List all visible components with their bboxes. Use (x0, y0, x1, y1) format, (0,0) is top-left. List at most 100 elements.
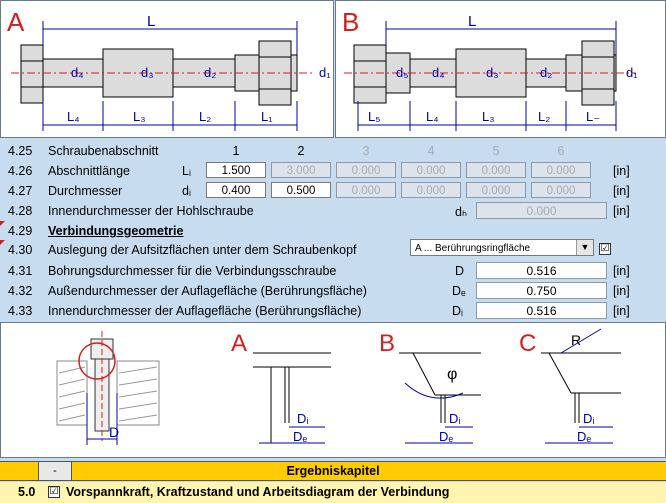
row-4-29: 4.29 Verbindungsgeometrie (0, 221, 666, 241)
inner-contact-diameter-value[interactable]: 0.516 (476, 302, 607, 319)
col-header-5: 5 (492, 144, 500, 158)
length-input-5[interactable]: 0.000 (466, 162, 526, 178)
symbol-Li: Lᵢ (182, 164, 191, 178)
outer-contact-diameter-value[interactable]: 0.750 (476, 282, 607, 299)
label-Di-B: Dᵢ (449, 411, 460, 426)
row-number: 5.0 (18, 485, 36, 499)
hollow-diameter-input[interactable]: 0.000 (476, 202, 607, 219)
unit-label: [in] (613, 184, 630, 198)
contact-geometry-diagram: D A Dᵢ Dₑ B φ Dᵢ Dₑ C R Dᵢ (56, 328, 621, 445)
row-number: 4.30 (8, 243, 33, 257)
bore-diameter-value[interactable]: 0.516 (476, 262, 607, 279)
chevron-down-icon[interactable]: ▼ (576, 240, 593, 255)
row-4-31: 4.31 Bohrungsdurchmesser für die Verbind… (0, 261, 666, 281)
row-number: 4.28 (8, 204, 33, 218)
row-number: 4.33 (8, 304, 33, 318)
dim-d2: d₂ (204, 65, 216, 80)
row-4-26: 4.26 Abschnittlänge Lᵢ 1.500 3.000 0.000… (0, 161, 666, 181)
contact-surface-select[interactable]: A ... Berührungsringfläche ▼ (410, 239, 594, 256)
diameter-input-1[interactable]: 0.400 (206, 182, 266, 198)
variant-A-letter: A (231, 330, 247, 357)
row-label: Abschnittlänge (48, 164, 131, 178)
length-input-3[interactable]: 0.000 (336, 162, 396, 178)
select-value: A ... Berührungsringfläche (415, 243, 531, 254)
dim-d4-b: d₄ (432, 65, 445, 80)
row-label: Außendurchmesser der Auflagefläche (Berü… (48, 284, 367, 298)
length-input-2[interactable]: 3.000 (271, 162, 331, 178)
unit-label: [in] (613, 284, 630, 298)
dim-L-b: L (468, 13, 476, 30)
comment-marker (0, 221, 5, 226)
diameter-input-5[interactable]: 0.000 (466, 182, 526, 198)
diameter-input-3[interactable]: 0.000 (336, 182, 396, 198)
col-header-3: 3 (362, 144, 370, 158)
col-header-1: 1 (232, 144, 240, 158)
symbol-di: dᵢ (182, 184, 191, 198)
row-number: 4.32 (8, 284, 33, 298)
figure-b-letter: B (342, 7, 359, 37)
row-label: Innendurchmesser der Hohlschraube (48, 204, 254, 218)
contact-geometry-figure: D A Dᵢ Dₑ B φ Dᵢ Dₑ C R Dᵢ (0, 322, 666, 458)
dim-L3: L₃ (133, 109, 146, 124)
length-input-1[interactable]: 1.500 (206, 162, 266, 178)
dim-d3: d₃ (141, 65, 154, 80)
chapter-checkbox[interactable]: ☑ (48, 486, 60, 498)
row-4-33: 4.33 Innendurchmesser der Auflagefläche … (0, 301, 666, 321)
collapse-button[interactable]: - (38, 462, 72, 480)
row-5-0: 5.0 ☑ Vorspannkraft, Kraftzustand und Ar… (0, 482, 666, 503)
col-header-4: 4 (427, 144, 435, 158)
dim-L4: L₄ (67, 109, 80, 124)
dim-d2-b: d₂ (540, 65, 552, 80)
row-4-32: 4.32 Außendurchmesser der Auflagefläche … (0, 281, 666, 301)
symbol-dh: dₕ (455, 205, 468, 219)
dim-d4: d₄ (71, 65, 84, 80)
dim-d1-b: d₁ (626, 65, 638, 80)
dim-d1: d₁ (319, 65, 331, 80)
chapter-label: Vorspannkraft, Kraftzustand und Arbeitsd… (66, 485, 450, 499)
unit-label: [in] (613, 264, 630, 278)
unit-label: [in] (613, 164, 630, 178)
label-Di-C: Dᵢ (583, 411, 594, 426)
dim-d3-b: d₃ (486, 65, 499, 80)
bolt-figure-a: A L d₄ d₃ d₂ d₁ L₄ L₃ L₂ L₁ (0, 0, 334, 138)
row-label: Durchmesser (48, 184, 123, 198)
row-label: Innendurchmesser der Auflagefläche (Berü… (48, 304, 362, 318)
row-4-25: 4.25 Schraubenabschnitt 1 2 3 4 5 6 (0, 141, 666, 161)
diameter-input-6[interactable]: 0.000 (531, 182, 591, 198)
comment-marker (0, 240, 5, 245)
label-D: D (109, 424, 119, 440)
label-De-B: Dₑ (439, 429, 453, 444)
result-chapter-bar: - Ergebniskapitel (0, 461, 666, 481)
symbol-Di: Dᵢ (452, 304, 463, 318)
variant-C-letter: C (519, 330, 536, 357)
dim-L4-b: L₄ (426, 109, 439, 124)
bolt-diagram-b: B L d₅ d₄ d₃ d₂ d₁ L₅ L₄ L₃ L₂ L₋ (342, 7, 638, 131)
label-Di-A: Dᵢ (297, 411, 308, 426)
label-De-C: Dₑ (577, 429, 591, 444)
dim-L: L (147, 13, 155, 30)
dim-L2: L₂ (199, 109, 211, 124)
col-header-6: 6 (557, 144, 565, 158)
dim-L3-b: L₃ (482, 109, 495, 124)
symbol-D: D (455, 264, 465, 278)
label-De-A: Dₑ (293, 429, 307, 444)
bolt-figure-b: B L d₅ d₄ d₃ d₂ d₁ L₅ L₄ L₃ L₂ L₋ (335, 0, 666, 138)
diameter-input-4[interactable]: 0.000 (401, 182, 461, 198)
length-input-4[interactable]: 0.000 (401, 162, 461, 178)
diameter-input-2[interactable]: 0.500 (271, 182, 331, 198)
surface-checkbox[interactable]: ☑ (599, 243, 611, 255)
dim-d5: d₅ (396, 65, 408, 80)
dim-L2-b: L₂ (538, 109, 550, 124)
row-4-30: 4.30 Auslegung der Aufsitzflächen unter … (0, 240, 666, 260)
length-input-6[interactable]: 0.000 (531, 162, 591, 178)
variant-B-letter: B (379, 330, 395, 357)
dim-L1-b: L₋ (586, 109, 600, 124)
row-number: 4.27 (8, 184, 33, 198)
collapse-label: - (53, 465, 57, 477)
symbol-De: Dₑ (452, 284, 466, 298)
unit-label: [in] (613, 204, 630, 218)
dim-L1: L₁ (261, 109, 273, 124)
row-number: 4.26 (8, 164, 33, 178)
row-number: 4.25 (8, 144, 33, 158)
figure-a-letter: A (7, 7, 25, 37)
